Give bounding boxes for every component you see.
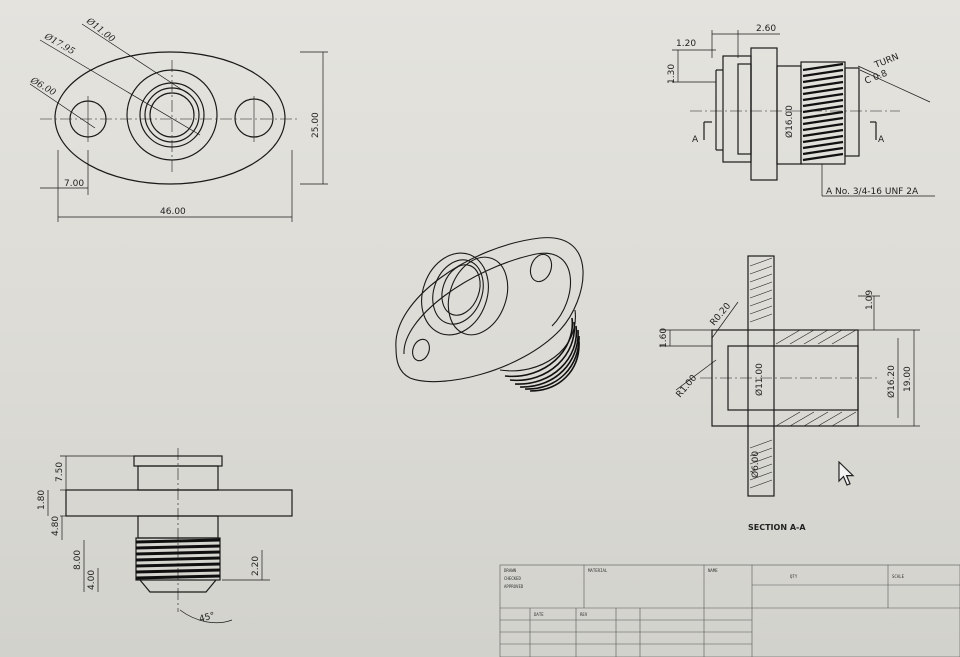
section-hatch [749,257,857,489]
front-view-thread [135,538,221,580]
dim-radius: R1.00 [675,373,700,400]
dim-front-4: 8.00 [73,550,83,570]
turn-note: TURN [872,52,900,71]
isometric-thread [504,317,580,392]
thread-note: A No. 3/4-16 UNF 2A [826,187,919,197]
dim-front-angle: 45° [198,611,216,625]
dim-left: 1.30 [667,64,677,84]
tb-scale: SCALE [892,574,905,579]
tb-checked: CHECKED [504,576,521,581]
dim-top-span: 2.60 [756,24,776,34]
dim-hole-offset: 7.00 [64,179,84,189]
dim-section-overall: 19.00 [903,366,913,392]
mouse-pointer-icon [838,461,855,486]
dim-width: 46.00 [160,207,186,217]
tb-drawn: DRAWN [504,568,517,573]
tb-date: DATE [534,612,544,617]
dim-small: 1.20 [676,39,696,49]
dim-section-top: 1.09 [865,290,875,310]
tb-rev: REV [580,612,588,617]
thread-hatch-top [802,62,844,162]
isometric-view [395,237,584,383]
section-mark-left: A [692,135,699,145]
section-view [660,255,920,497]
section-mark-right: A [878,135,885,145]
dim-section-left: 1.60 [659,328,669,348]
chamfer-note: C 0.8 [863,69,889,87]
dim-front-2: 1.80 [37,490,47,510]
dim-bore-diameter: Ø11.00 [83,15,117,45]
dim-front-1: 7.50 [55,462,65,482]
dim-fillet: R0.20 [709,301,734,328]
dim-section-od: Ø16.20 [886,365,897,398]
dim-front-6: 2.20 [251,556,261,576]
dim-body-diameter: Ø16.00 [784,105,795,138]
dim-section-bore: Ø11.00 [754,363,765,396]
tb-qty: QTY [790,574,798,579]
title-block [499,564,960,657]
side-view [672,30,935,197]
section-label: SECTION A-A [748,523,806,532]
tb-name: NAME [708,568,718,573]
tb-material: MATERIAL [588,568,608,573]
dim-section-flange: Ø6.00 [750,451,761,478]
front-view [47,448,293,624]
dim-height: 25.00 [311,112,321,138]
dim-front-5: 4.00 [87,570,97,590]
tb-approved: APPROVED [504,584,524,589]
top-view [29,23,328,222]
dim-front-3: 4.80 [51,516,61,536]
dim-hole-diameter: Ø6.00 [28,75,58,99]
